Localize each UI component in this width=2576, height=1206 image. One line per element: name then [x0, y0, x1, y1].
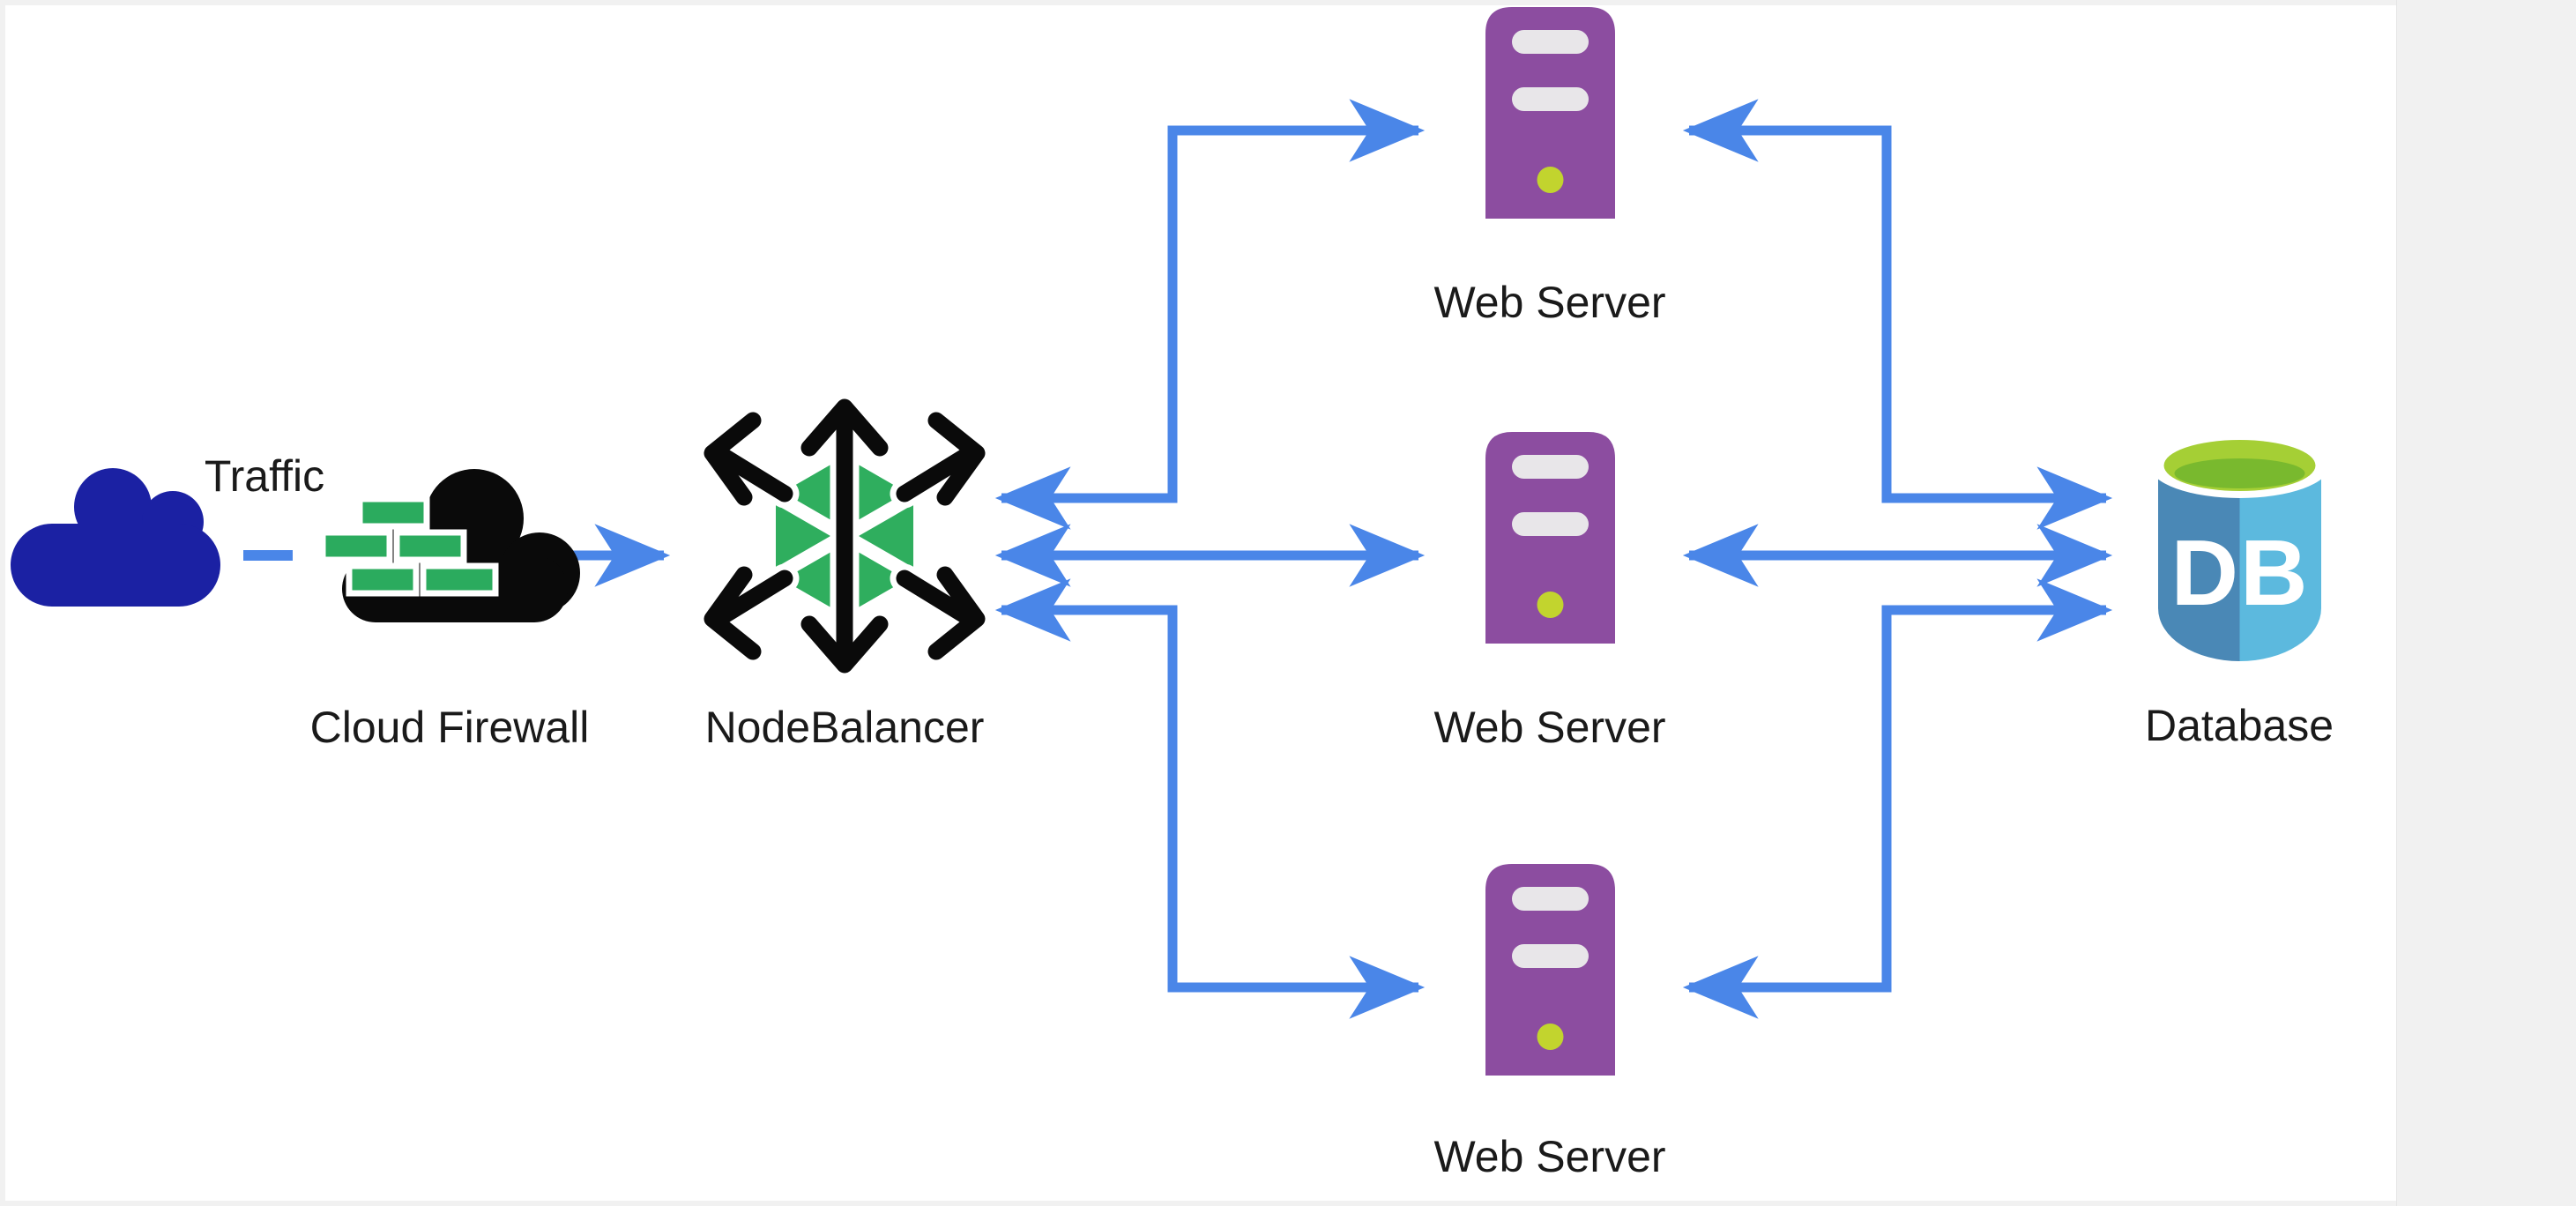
- traffic-label: Traffic: [204, 451, 325, 501]
- web-server-icon-2: [1485, 432, 1615, 644]
- edge-nodebalancer-webserver1: [994, 99, 1426, 530]
- web-server-label-2: Web Server: [1433, 703, 1666, 752]
- nodebalancer-arrows: [704, 398, 986, 674]
- web-server-icon-1: [1485, 7, 1615, 219]
- database-top-inner: [2174, 458, 2305, 488]
- nodebalancer-label: NodeBalancer: [704, 703, 985, 752]
- nodebalancer-icon: [697, 392, 992, 680]
- firewall-icon: [319, 469, 580, 622]
- edge-webserver3-database: [1682, 578, 2113, 1019]
- traffic-cloud-icon: [11, 468, 220, 607]
- database-icon: DB: [2149, 433, 2330, 662]
- edge-webserver1-database: [1682, 99, 2113, 530]
- edge-nodebalancer-webserver3: [994, 578, 1426, 1019]
- cloud-firewall-label: Cloud Firewall: [309, 703, 590, 752]
- connectors: [243, 99, 2113, 1019]
- web-server-icon-3: [1485, 864, 1615, 1076]
- web-server-label-1: Web Server: [1433, 278, 1666, 327]
- database-label: Database: [2144, 701, 2334, 750]
- database-icon-text: DB: [2170, 521, 2309, 625]
- right-gutter: [2396, 0, 2576, 1206]
- firewall-bricks: [319, 495, 499, 597]
- database-cylinder: [2158, 465, 2321, 662]
- web-server-label-3: Web Server: [1433, 1132, 1666, 1181]
